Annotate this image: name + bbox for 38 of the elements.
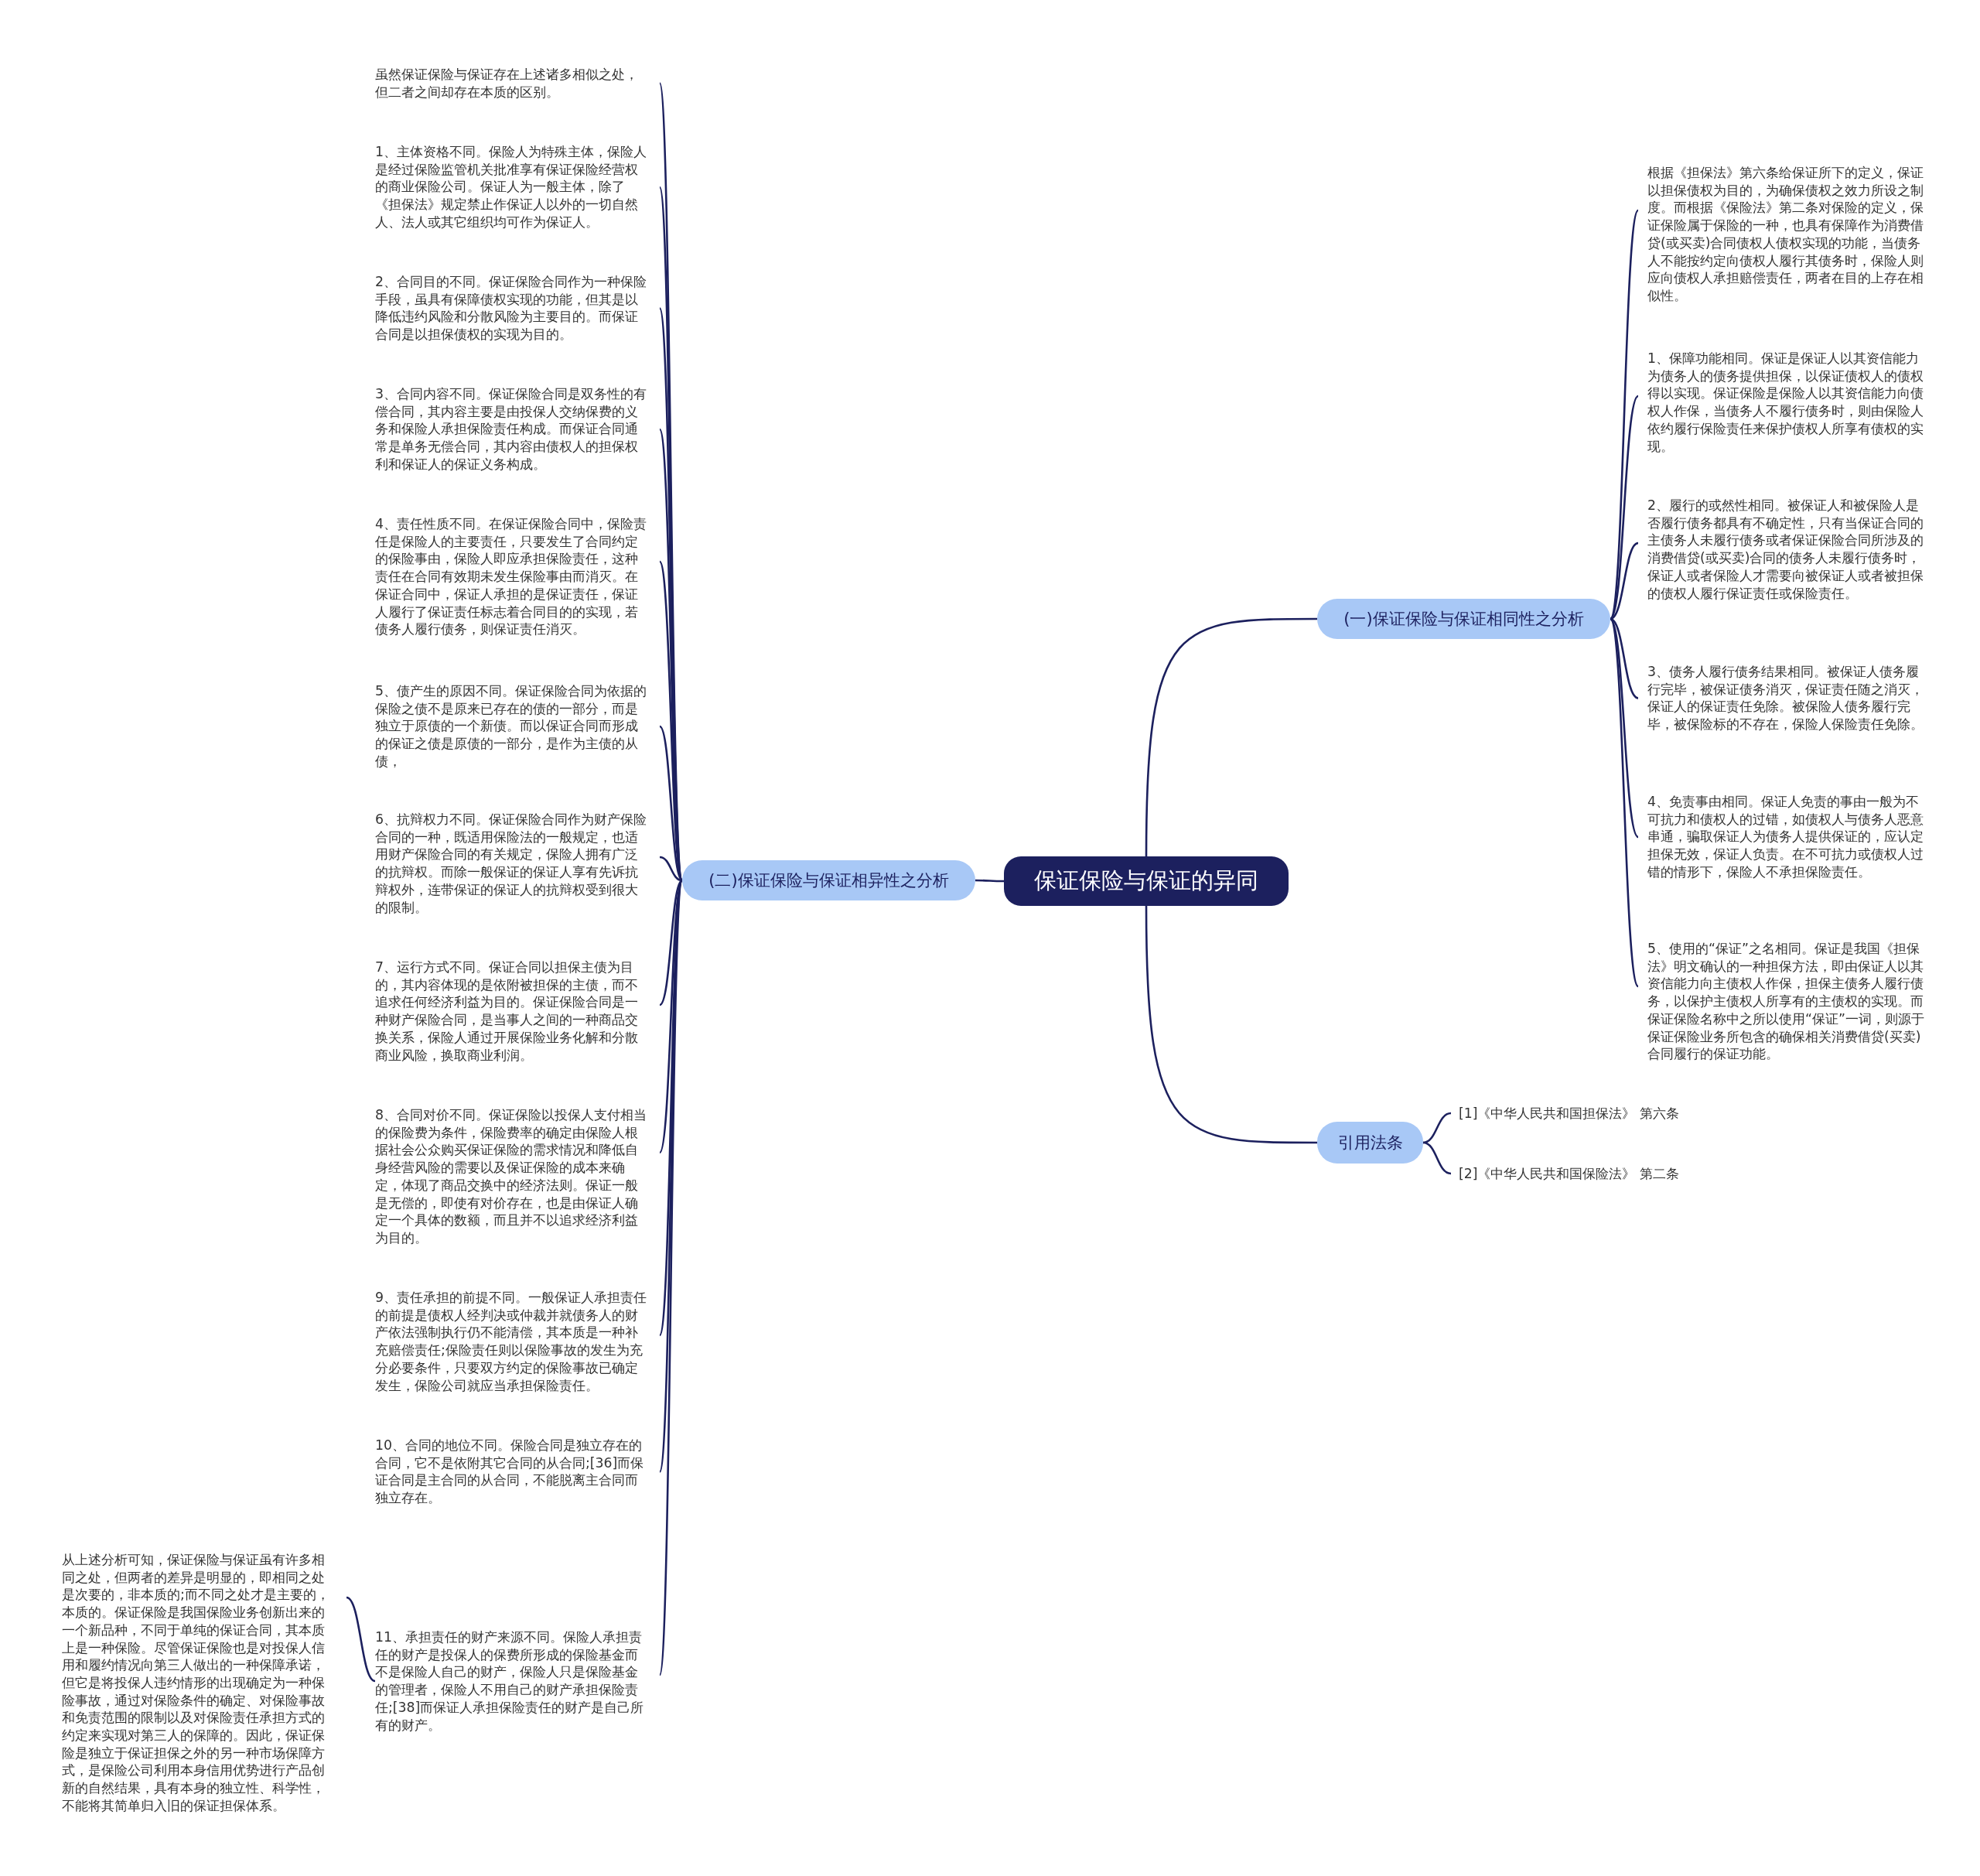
note-text: 9、责任承担的前提不同。一般保证人承担责任的前提是债权人经判决或仲裁并就债务人的财产依法强制执行仍不能清偿，其本质是一种补充赔偿责任;保险责任则以保险事故的发生为充分必要条件，只要双方约定的保险事故已确定发生，保险公司就应当承担保险责任。 — [375, 1289, 660, 1395]
note-text: 虽然保证保险与保证存在上述诸多相似之处，但二者之间却存在本质的区别。 — [375, 66, 660, 101]
note-text: 8、合同对价不同。保证保险以投保人支付相当的保险费为条件，保险费率的确定由保险人根据社会公众购买保证保险的需求情况和降低自身经营风险的需要以及保证保险的成本来确定，体现了商品交换中的经济法则。保证一般是无偿的，即使有对价存在，也是由保证人确定一个具体的数额，而且并不以追求经济利益为目的。 — [375, 1106, 660, 1247]
note-text: 1、主体资格不同。保险人为特殊主体，保险人是经过保险监管机关批准享有保证保险经营权的商业保险公司。保证人为一般主体，除了《担保法》规定禁止作保证人以外的一切自然人、法人或其它组织均可作为保证人。 — [375, 143, 660, 231]
reference-text: [2]《中华人民共和国保险法》 第二条 — [1451, 1165, 1706, 1182]
connector-line — [1145, 906, 1317, 1144]
note-text: 3、合同内容不同。保证保险合同是双务性的有偿合同，其内容主要是由投保人交纳保费的义务和保险人承担保险责任构成。而保证合同通常是单务无偿合同，其内容由债权人的担保权利和保证人的保证义务构成。 — [375, 385, 660, 473]
note-text: 2、合同目的不同。保证保险合同作为一种保险手段，虽具有保障债权实现的功能，但其是以降低违约风险和分散风险为主要目的。而保证合同是以担保债权的实现为目的。 — [375, 273, 660, 343]
connector-line — [659, 856, 683, 882]
note-text: 从上述分析可知，保证保险与保证虽有许多相同之处，但两者的差异是明显的，即相同之处是次要的，非本质的;而不同之处才是主要的，本质的。保证保险是我国保险业务创新出来的一个新品种，不同于单纯的保证合同，其本质上是一种保险。尽管保证保险也是对投保人信用和履约情况向第三人做出的一种保障承诺，但它是将投保人违约情形的出现确定为一种保险事故，通过对保险条件的确定、对保险事故和免责范围的限制以及对保险责任承担方式的约定来实现对第三人的保障的。因此，保证保险是独立于保证担保之外的另一种市场保障方式，是保险公司利用本身信用优势进行产品创新的自然结果，具有本身的独立性、科学性，不能将其简单归入旧的保证担保体系。 — [62, 1551, 346, 1815]
note-text: 4、责任性质不同。在保证保险合同中，保险责任是保险人的主要责任，只要发生了合同约定的保险事由，保险人即应承担保险责任，这种责任在合同有效期未发生保险事由而消灭。在保证合同中，保证人承担的是保证责任，保证人履行了保证责任标志着合同目的的实现，若债务人履行债务，则保证责任消灭。 — [375, 515, 660, 638]
connector-line — [1609, 618, 1640, 987]
connector-line — [975, 879, 1004, 883]
note-text: 5、债产生的原因不同。保证保险合同为依据的保险之债不是原来已存在的债的一部分，而是独立于原债的一个新债。而以保证合同而形成的保证之债是原债的一部分，是作为主债的从债， — [375, 682, 660, 771]
note-text: 3、债务人履行债务结果相同。被保证人债务履行完毕，被保证债务消灭，保证责任随之消灭，保证人的保证责任免除。被保险人债务履行完毕，被保险标的不存在，保险人保险责任免除。 — [1638, 663, 1926, 733]
note-text: 10、合同的地位不同。保险合同是独立存在的合同，它不是依附其它合同的从合同;[36]而保证合同是主合同的从合同，不能脱离主合同而独立存在。 — [375, 1437, 660, 1507]
note-text: 4、免责事由相同。保证人免责的事由一般为不可抗力和债权人的过错，如债权人与债务人恶意串通，骗取保证人为债务人提供保证的，应认定担保无效，保证人负责。在不可抗力或债权人过错的情形下，保险人不承担保险责任。 — [1638, 793, 1926, 881]
connector-line — [1422, 1141, 1452, 1175]
note-text: 5、使用的“保证”之名相同。保证是我国《担保法》明文确认的一种担保方法，即由保证人以其资信能力向主债权人作保，担保主债务人履行债务，以保护主债权人所享有的主债权的实现。而保证保险名称中之所以使用“保证”一词，则源于保证保险业务所包含的确保相关消费借贷(买卖)合同履行的保证功能。 — [1638, 940, 1926, 1063]
note-text: 根据《担保法》第六条给保证所下的定义，保证以担保债权为目的，为确保债权之效力所设之制度。而根据《保险法》第二条对保险的定义，保证保险属于保险的一种，也具有保障作为消费借贷(或买卖)合同债权人债权实现的功能，当债务人不能按约定向债权人履行其债务时，保险人则应向债权人承担赔偿责任，两者在目的上存在相似性。 — [1638, 164, 1926, 305]
note-text: 11、承担责任的财产来源不同。保险人承担责任的财产是投保人的保费所形成的保险基金而不是保险人自己的财产，保险人只是保险基金的管理者，保险人不用自己的财产承担保险责任;[38]而保证人承担保险责任的财产是自己所有的财产。 — [375, 1628, 660, 1734]
connector-line — [1145, 617, 1317, 856]
connector-line — [659, 880, 683, 1006]
central-topic: 保证保险与保证的异同 — [1004, 856, 1289, 906]
note-text: 7、运行方式不同。保证合同以担保主债为目的，其内容体现的是依附被担保的主债，而不追求任何经济利益为目的。保证保险合同是一种财产保险合同，是当事人之间的一种商品交换关系，保险人通过开展保险业务化解和分散商业风险，换取商业利润。 — [375, 959, 660, 1064]
connector-line — [1422, 1112, 1452, 1144]
note-text: 6、抗辩权力不同。保证保险合同作为财产保险合同的一种，既适用保险法的一般规定，也适用财产保险合同的有关规定，保险人拥有广泛的抗辩权。而除一般保证的保证人享有先诉抗辩权外，连带保证的保证人的抗辩权受到很大的限制。 — [375, 811, 660, 917]
connector-line — [1610, 542, 1639, 620]
connector-line — [1609, 395, 1640, 620]
note-text: 2、履行的或然性相同。被保证人和被保险人是否履行债务都具有不确定性，只有当保证合同的主债务人未履行债务或者保证保险合同所涉及的消费借贷(或买卖)合同的债务人未履行债务时，保证人或者保险人才需要向被保证人或者被担保的债权人履行保证责任或保险责任。 — [1638, 497, 1926, 603]
branch-topic: (一)保证保险与保证相同性之分析 — [1317, 599, 1610, 639]
reference-text: [1]《中华人民共和国担保法》 第六条 — [1451, 1105, 1706, 1122]
connector-line — [346, 1596, 376, 1683]
connector-line — [659, 726, 683, 881]
note-text: 1、保障功能相同。保证是保证人以其资信能力为债务人的债务提供担保，以保证债权人的债权得以实现。保证保险是保险人以其资信能力向债权人作保，当债务人不履行债务时，则由保险人依约履行保险责任来保护债权人所享有债权的实现。 — [1638, 350, 1926, 456]
branch-topic: 引用法条 — [1317, 1122, 1423, 1164]
branch-topic: (二)保证保险与保证相异性之分析 — [682, 860, 975, 900]
connector-line — [1610, 617, 1639, 699]
